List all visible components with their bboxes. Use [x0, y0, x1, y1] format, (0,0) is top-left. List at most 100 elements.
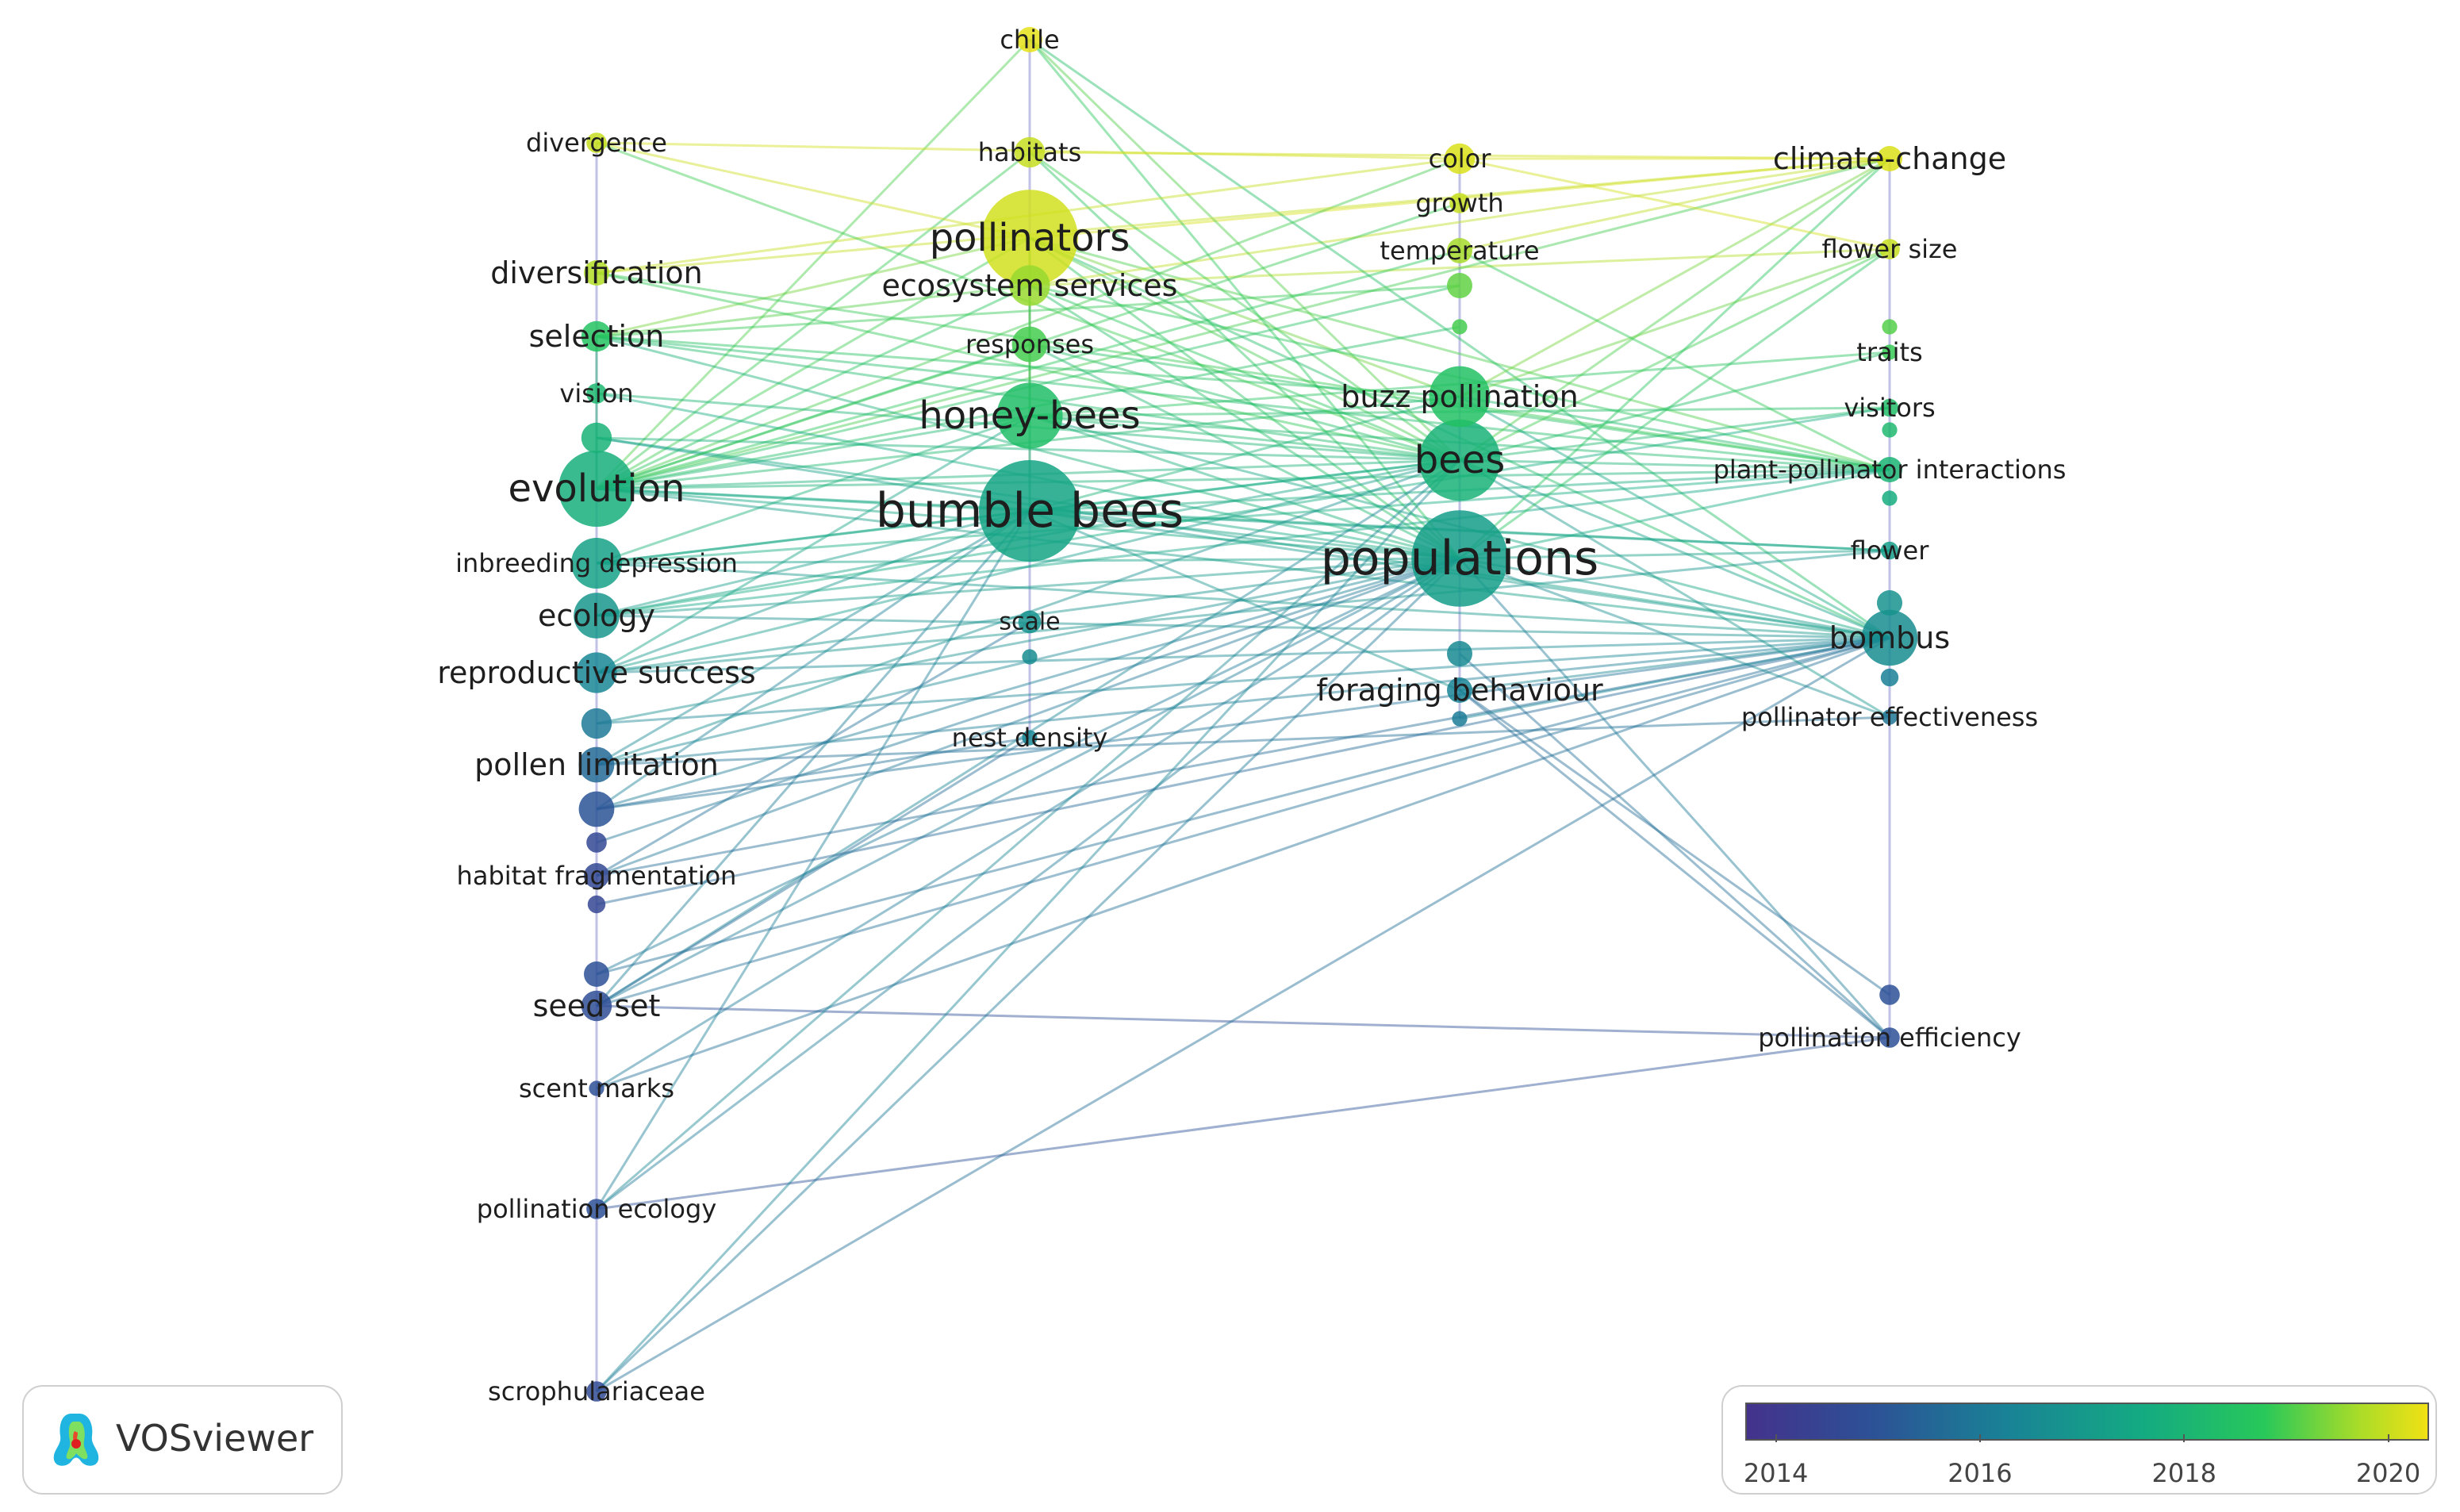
- link-line: [596, 236, 1030, 338]
- keyword-label: responses: [965, 329, 1094, 359]
- link-line: [596, 343, 1030, 490]
- link-line: [596, 509, 1030, 811]
- link-line: [596, 157, 1890, 274]
- keyword-node[interactable]: [576, 652, 617, 693]
- keyword-node[interactable]: [981, 190, 1078, 286]
- link-line: [1029, 236, 1890, 471]
- keyword-node[interactable]: [1429, 366, 1491, 428]
- link-line: [596, 557, 1460, 976]
- link-line: [596, 151, 1030, 490]
- keyword-node[interactable]: [584, 260, 609, 286]
- keyword-node[interactable]: [1447, 273, 1472, 298]
- keyword-node[interactable]: [1452, 319, 1468, 335]
- keyword-label: divergence: [526, 128, 667, 158]
- link-line: [1029, 236, 1460, 462]
- keyword-label: chile: [1000, 25, 1059, 55]
- keyword-label: habitats: [978, 137, 1081, 167]
- keyword-node[interactable]: [586, 132, 607, 153]
- link-line: [1459, 557, 1890, 719]
- link-line: [596, 249, 1460, 490]
- link-line: [1459, 351, 1890, 462]
- keyword-node[interactable]: [589, 1080, 604, 1096]
- keyword-node[interactable]: [1447, 641, 1472, 666]
- keyword-node[interactable]: [1444, 143, 1476, 175]
- keyword-node[interactable]: [1018, 610, 1042, 634]
- keyword-node[interactable]: [1879, 984, 1900, 1005]
- keyword-node[interactable]: [1877, 146, 1902, 171]
- link-line: [1459, 557, 1890, 639]
- keyword-node[interactable]: [1877, 590, 1902, 616]
- link-line: [596, 636, 1890, 1090]
- link-line: [1459, 636, 1890, 692]
- keyword-node[interactable]: [586, 1381, 607, 1402]
- keyword-node[interactable]: [558, 451, 635, 527]
- keyword-node[interactable]: [1418, 419, 1501, 501]
- keyword-node[interactable]: [578, 746, 615, 783]
- keyword-label: selection: [529, 319, 665, 354]
- keyword-node[interactable]: [1009, 265, 1050, 306]
- link-line: [596, 487, 1890, 639]
- link-line: [1459, 157, 1890, 252]
- link-line: [1029, 343, 1460, 462]
- keyword-label: climate-change: [1773, 141, 2006, 176]
- keyword-label: growth: [1415, 188, 1503, 218]
- link-line: [1028, 38, 1461, 462]
- keyword-label: visitors: [1844, 393, 1935, 423]
- keyword-node[interactable]: [1880, 541, 1899, 560]
- keyword-node[interactable]: [586, 832, 607, 853]
- keyword-node[interactable]: [581, 320, 612, 352]
- keyword-node[interactable]: [1882, 422, 1898, 438]
- link-line: [596, 157, 1890, 490]
- link-line: [596, 284, 1030, 338]
- keyword-node[interactable]: [1449, 193, 1470, 213]
- link-line: [1029, 509, 1460, 692]
- link-line: [596, 557, 1460, 1007]
- keyword-node[interactable]: [1882, 709, 1898, 725]
- keyword-node[interactable]: [1879, 239, 1900, 259]
- keyword-node[interactable]: [1882, 490, 1898, 506]
- keyword-node[interactable]: [586, 1199, 607, 1219]
- keyword-node[interactable]: [1880, 668, 1899, 687]
- keyword-node[interactable]: [1022, 730, 1038, 746]
- keyword-node[interactable]: [1411, 510, 1508, 607]
- keyword-node[interactable]: [1011, 326, 1048, 363]
- keyword-node[interactable]: [584, 961, 609, 987]
- link-line: [1459, 459, 1890, 719]
- keyword-node[interactable]: [1879, 1027, 1900, 1048]
- keyword-node[interactable]: [1882, 344, 1898, 360]
- link-line: [596, 468, 1890, 565]
- keyword-node[interactable]: [586, 383, 607, 404]
- keyword-node[interactable]: [1447, 238, 1472, 263]
- keyword-node[interactable]: [1014, 136, 1046, 168]
- keyword-node[interactable]: [581, 708, 612, 739]
- keyword-node[interactable]: [996, 382, 1063, 449]
- keyword-node[interactable]: [1877, 457, 1902, 482]
- keyword-node[interactable]: [587, 895, 606, 914]
- link-line: [595, 459, 1461, 1393]
- keyword-node[interactable]: [1882, 319, 1898, 335]
- keyword-node[interactable]: [581, 422, 612, 454]
- link-line: [1459, 459, 1890, 471]
- vosviewer-logo-icon: [53, 1414, 99, 1466]
- keyword-node[interactable]: [1861, 609, 1918, 666]
- keyword-node[interactable]: [574, 593, 620, 639]
- keyword-node[interactable]: [1017, 27, 1042, 52]
- keyword-node[interactable]: [581, 990, 612, 1022]
- keyword-node[interactable]: [584, 863, 609, 888]
- keyword-node[interactable]: [578, 791, 615, 827]
- keyword-node[interactable]: [1022, 649, 1038, 665]
- keyword-node[interactable]: [1880, 398, 1899, 417]
- link-line: [595, 38, 1031, 490]
- link-line: [596, 557, 1460, 844]
- keyword-node[interactable]: [571, 538, 622, 589]
- link-line: [1028, 39, 1461, 559]
- keyword-node[interactable]: [1447, 677, 1472, 703]
- keyword-node[interactable]: [979, 460, 1080, 562]
- link-line: [596, 414, 1030, 565]
- link-line: [595, 557, 1461, 1393]
- link-line: [1459, 406, 1890, 462]
- link-line: [1459, 395, 1890, 639]
- keyword-node[interactable]: [1452, 711, 1468, 727]
